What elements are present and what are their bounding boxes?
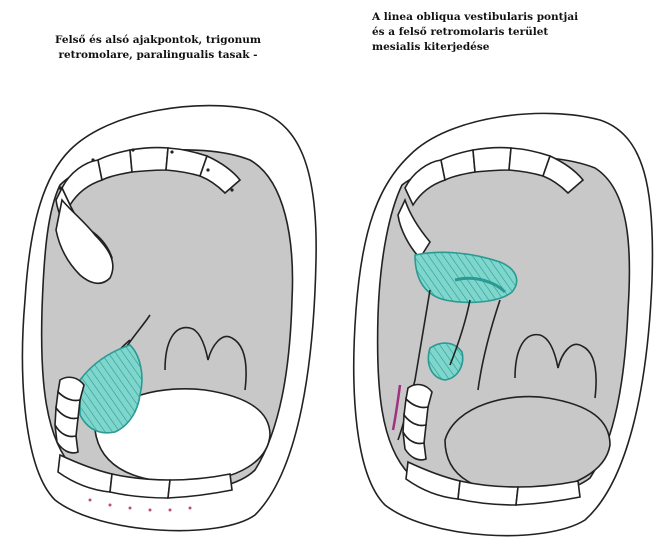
- right-mouth-diagram: [354, 113, 653, 535]
- left-mouth-diagram: [23, 106, 317, 531]
